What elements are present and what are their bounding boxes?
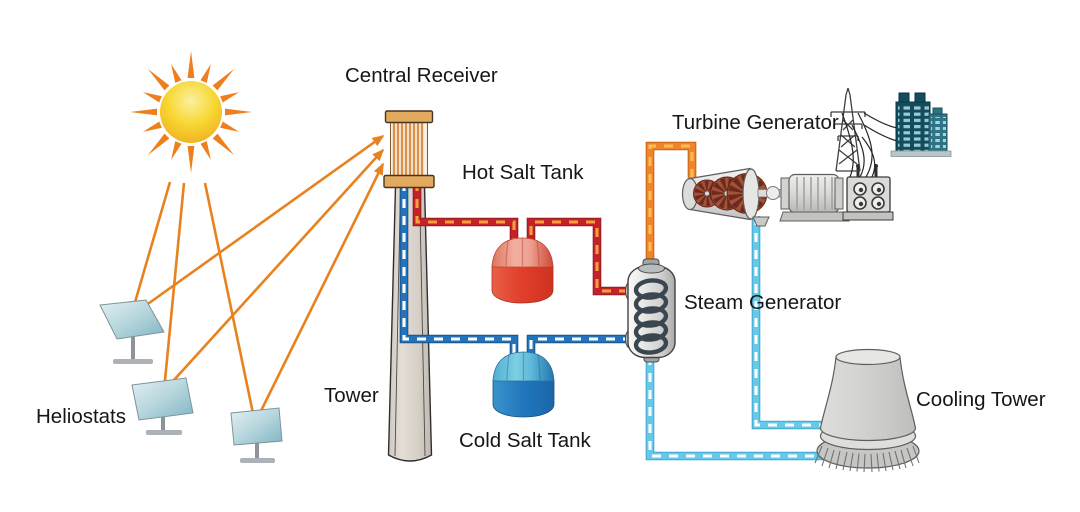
sun-icon [130,51,252,173]
label-cold-salt-tank: Cold Salt Tank [459,429,592,452]
cold-salt-tank [492,351,555,418]
transformer [842,164,894,221]
steam-coil [633,278,669,355]
steam-pipe [645,141,697,268]
sun-body [160,81,222,143]
hot-salt-tank [491,237,554,304]
heliostat-mirror [131,377,194,421]
label-cooling-tower: Cooling Tower [916,388,1046,411]
hot-salt-pipe [412,182,632,296]
label-tower: Tower [324,384,379,407]
steam-turbine [681,167,791,227]
central-receiver [383,110,435,189]
tower [387,185,433,462]
label-steam-generator: Steam Generator [684,291,841,314]
heliostat-mirror [99,299,165,340]
label-turbine-generator: Turbine Generator [672,111,839,134]
transmission-tower-icon [830,87,866,172]
incident-rays [129,181,257,424]
generator-unit [779,173,850,222]
cooling-water-pipe [645,216,836,461]
label-heliostats: Heliostats [36,405,126,428]
label-hot-salt-tank: Hot Salt Tank [462,161,584,184]
heliostat-mirror [230,407,283,446]
label-central-receiver: Central Receiver [345,64,498,87]
heliostat-2 [131,377,194,435]
city-buildings-icon [890,92,952,157]
heliostat-1 [99,299,165,364]
reflected-rays [130,134,385,424]
heliostat-3 [230,407,283,463]
steam-generator [625,258,676,363]
cooling-tower [814,348,920,473]
